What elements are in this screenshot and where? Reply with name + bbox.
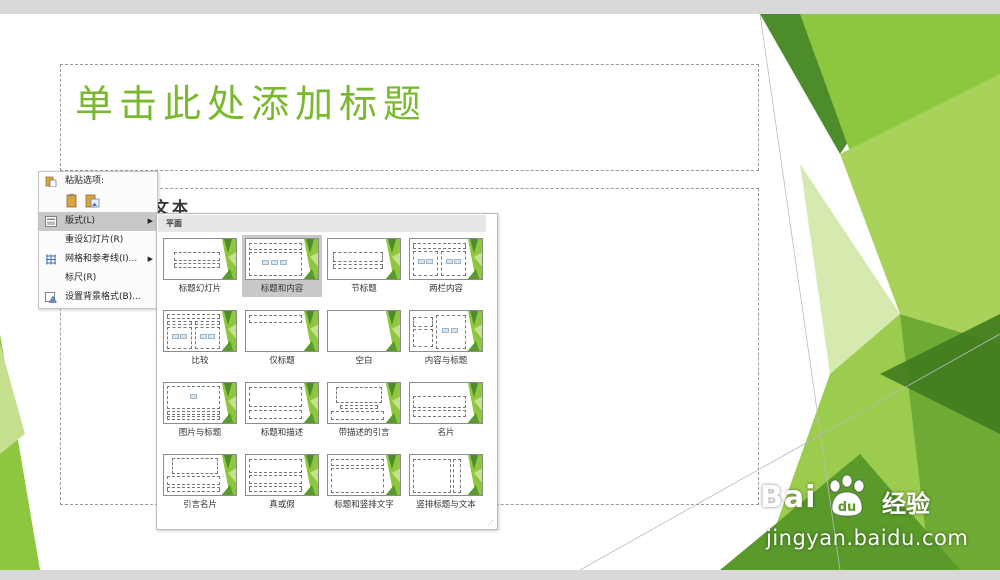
- layout-tile-title-and-content[interactable]: 标题和内容: [242, 235, 322, 297]
- layout-tile-section-header[interactable]: 节标题: [324, 235, 404, 297]
- layout-thumbnail: [327, 310, 401, 352]
- thumbnail-green-accent: [467, 311, 482, 351]
- thumbnail-green-accent: [385, 239, 400, 279]
- layout-tile-label: 图片与标题: [178, 428, 222, 438]
- menu-item-ruler-label: 标尺(R): [65, 273, 97, 283]
- layout-thumbnail: [163, 238, 237, 280]
- layout-thumbnail: [327, 454, 401, 496]
- layout-thumbnail: [163, 382, 237, 424]
- layout-tile-title-and-vertical-text[interactable]: 标题和竖排文字: [324, 451, 404, 513]
- paste-as-picture-icon[interactable]: [85, 193, 100, 208]
- menu-item-ruler[interactable]: 标尺(R): [39, 269, 157, 288]
- layout-tile-title-only[interactable]: 仅标题: [242, 307, 322, 369]
- layout-tile-label: 节标题: [351, 284, 377, 294]
- layout-tile-label: 两栏内容: [428, 284, 463, 294]
- menu-item-format-background[interactable]: 设置背景格式(B)...: [39, 288, 157, 307]
- menu-item-format-background-label: 设置背景格式(B)...: [65, 292, 141, 302]
- layout-tile-label: 空白: [355, 356, 373, 366]
- layout-tile-true-or-false[interactable]: 真或假: [242, 451, 322, 513]
- layout-tile-quote-name-card[interactable]: 引言名片: [160, 451, 240, 513]
- layout-tile-vertical-title-and-text[interactable]: 竖排标题与文本: [406, 451, 486, 513]
- layout-tile-picture-with-caption[interactable]: 图片与标题: [160, 379, 240, 441]
- menu-item-grid-guides-label: 网格和参考线(I)...: [65, 254, 138, 264]
- gallery-section-header: 平面: [158, 215, 486, 232]
- thumbnail-green-accent: [467, 455, 482, 495]
- layout-thumbnail: [409, 310, 483, 352]
- layout-tile-label: 内容与标题: [424, 356, 468, 366]
- layout-tile-label: 标题和竖排文字: [334, 500, 394, 510]
- baidu-jingyan-watermark: du Bai 经验 jingyan.baidu.com: [760, 468, 996, 564]
- paste-options-header: 粘贴选项:: [39, 172, 157, 191]
- layout-tile-name-card[interactable]: 名片: [406, 379, 486, 441]
- layout-thumbnail: [409, 454, 483, 496]
- layout-tile-blank[interactable]: 空白: [324, 307, 404, 369]
- thumbnail-green-accent: [303, 455, 318, 495]
- menu-item-grid-guides[interactable]: 网格和参考线(I)... ▶: [39, 250, 157, 269]
- layout-thumbnail: [245, 238, 319, 280]
- layout-thumbnail: [245, 310, 319, 352]
- layout-tile-label: 仅标题: [269, 356, 295, 366]
- jingyan-logo-text: 经验: [882, 490, 930, 518]
- layout-thumbnail: [409, 382, 483, 424]
- thumbnail-green-accent: [221, 455, 236, 495]
- layout-thumbnail: [245, 454, 319, 496]
- layout-tile-title-and-caption[interactable]: 标题和描述: [242, 379, 322, 441]
- layout-thumbnail: [245, 382, 319, 424]
- layout-thumbnail: [163, 454, 237, 496]
- paste-icon: [45, 176, 57, 187]
- paste-keep-source-icon[interactable]: [65, 193, 80, 208]
- layout-thumbnail: [327, 382, 401, 424]
- layout-tile-quote-with-caption[interactable]: 带描述的引言: [324, 379, 404, 441]
- menu-item-reset-slide-label: 重设幻灯片(R): [65, 235, 124, 245]
- layout-tile-content-with-caption[interactable]: 内容与标题: [406, 307, 486, 369]
- thumbnail-green-accent: [385, 311, 400, 351]
- menu-item-layout[interactable]: 版式(L) ▶: [39, 212, 157, 231]
- title-placeholder-text: 单击此处添加标题: [75, 82, 428, 126]
- layout-tile-label: 竖排标题与文本: [416, 500, 476, 510]
- context-menu: 粘贴选项: 版式(L) ▶ 重设幻灯片(R) 网格和参考线(I)... ▶ 标尺…: [38, 171, 158, 309]
- green-facet-background: [0, 14, 1000, 570]
- layout-tile-label: 比较: [191, 356, 209, 366]
- submenu-arrow-icon: ▶: [147, 217, 153, 225]
- menu-item-reset-slide[interactable]: 重设幻灯片(R): [39, 231, 157, 250]
- thumbnail-green-accent: [467, 239, 482, 279]
- background-format-icon: [45, 292, 57, 303]
- svg-text:du: du: [838, 500, 857, 515]
- layout-tile-label: 名片: [437, 428, 455, 438]
- thumbnail-green-accent: [303, 383, 318, 423]
- layout-tile-comparison[interactable]: 比较: [160, 307, 240, 369]
- layout-tile-two-content[interactable]: 两栏内容: [406, 235, 486, 297]
- thumbnail-green-accent: [221, 383, 236, 423]
- layout-tile-label: 标题幻灯片: [178, 284, 222, 294]
- layout-thumbnail: [409, 238, 483, 280]
- watermark-url: jingyan.baidu.com: [766, 526, 969, 550]
- submenu-arrow-icon: ▶: [147, 255, 153, 263]
- baidu-paw-icon: du: [829, 474, 865, 517]
- thumbnail-green-accent: [221, 239, 236, 279]
- layout-gallery: 平面 标题幻灯片 标题和内容 节标题 两栏内容: [156, 213, 498, 530]
- layout-tile-label: 带描述的引言: [338, 428, 390, 438]
- grid-icon: [46, 254, 56, 265]
- resize-grip-icon[interactable]: ⋰: [487, 519, 494, 527]
- layout-tile-label: 引言名片: [182, 500, 217, 510]
- layout-tile-title-slide[interactable]: 标题幻灯片: [160, 235, 240, 297]
- layout-tile-label: 标题和内容: [260, 284, 304, 294]
- menu-item-layout-label: 版式(L): [65, 216, 96, 226]
- baidu-logo-text: Bai: [760, 480, 817, 515]
- layout-thumbnail: [163, 310, 237, 352]
- thumbnail-green-accent: [385, 383, 400, 423]
- layout-thumbnail: [327, 238, 401, 280]
- paste-options-label: 粘贴选项:: [65, 176, 105, 186]
- thumbnail-green-accent: [221, 311, 236, 351]
- thumbnail-green-accent: [385, 455, 400, 495]
- layout-tile-label: 真或假: [269, 500, 295, 510]
- thumbnail-green-accent: [467, 383, 482, 423]
- title-placeholder[interactable]: 单击此处添加标题: [60, 64, 759, 171]
- thumbnail-green-accent: [303, 311, 318, 351]
- thumbnail-green-accent: [303, 239, 318, 279]
- layout-icon: [45, 216, 57, 227]
- layout-tile-label: 标题和描述: [260, 428, 304, 438]
